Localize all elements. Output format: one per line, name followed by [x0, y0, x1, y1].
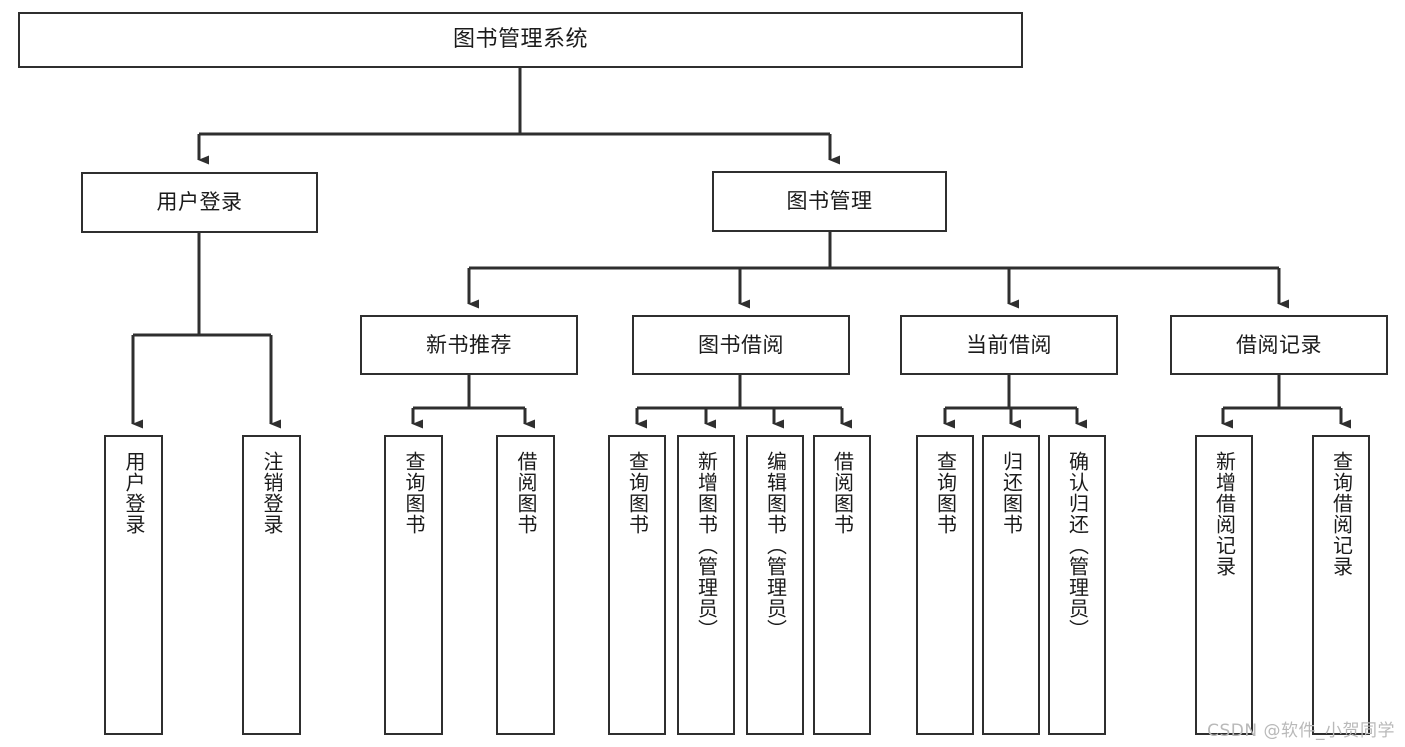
leaf-borrow-book-new[interactable]: 借阅图书	[496, 435, 555, 735]
leaf-borrow-book-label: 借阅图书	[830, 451, 855, 535]
leaf-confirm-return-admin[interactable]: 确认归还（管理员）	[1048, 435, 1106, 735]
node-user-login-label: 用户登录	[156, 190, 243, 215]
node-book-management-label: 图书管理	[786, 189, 873, 214]
leaf-query-book-new[interactable]: 查询图书	[384, 435, 443, 735]
node-borrow-record-label: 借阅记录	[1236, 332, 1322, 357]
leaf-borrow-book-new-label: 借阅图书	[514, 451, 538, 535]
leaf-borrow-book[interactable]: 借阅图书	[813, 435, 871, 735]
leaf-logout[interactable]: 注销登录	[242, 435, 301, 735]
node-book-management[interactable]: 图书管理	[712, 171, 947, 232]
leaf-user-login[interactable]: 用户登录	[104, 435, 163, 735]
node-user-login[interactable]: 用户登录	[81, 172, 318, 233]
node-book-borrow-label: 图书借阅	[698, 332, 784, 357]
leaf-logout-label: 注销登录	[260, 451, 284, 535]
node-root-label: 图书管理系统	[452, 27, 588, 53]
leaf-query-book-borrow-label: 查询图书	[625, 451, 650, 535]
leaf-return-book-label: 归还图书	[999, 451, 1024, 535]
leaf-add-book-admin[interactable]: 新增图书（管理员）	[677, 435, 735, 735]
node-borrow-record[interactable]: 借阅记录	[1170, 315, 1388, 375]
leaf-add-borrow-record-label: 新增借阅记录	[1212, 451, 1237, 577]
leaf-query-borrow-record[interactable]: 查询借阅记录	[1312, 435, 1370, 735]
node-root[interactable]: 图书管理系统	[18, 12, 1023, 68]
leaf-query-book-borrow[interactable]: 查询图书	[608, 435, 666, 735]
leaf-confirm-return-admin-label: 确认归还（管理员）	[1065, 451, 1090, 640]
leaf-query-book-current[interactable]: 查询图书	[916, 435, 974, 735]
node-new-book-recommend-label: 新书推荐	[426, 332, 512, 357]
leaf-add-book-admin-label: 新增图书（管理员）	[694, 451, 719, 640]
node-current-borrow-label: 当前借阅	[966, 332, 1052, 357]
leaf-query-book-current-label: 查询图书	[933, 451, 958, 535]
leaf-user-login-label: 用户登录	[122, 451, 146, 535]
leaf-edit-book-admin[interactable]: 编辑图书（管理员）	[746, 435, 804, 735]
node-book-borrow[interactable]: 图书借阅	[632, 315, 850, 375]
leaf-add-borrow-record[interactable]: 新增借阅记录	[1195, 435, 1253, 735]
leaf-edit-book-admin-label: 编辑图书（管理员）	[763, 451, 788, 640]
leaf-query-book-new-label: 查询图书	[402, 451, 426, 535]
watermark-text: CSDN @软件_小贺同学	[1207, 721, 1395, 741]
node-new-book-recommend[interactable]: 新书推荐	[360, 315, 578, 375]
node-current-borrow[interactable]: 当前借阅	[900, 315, 1118, 375]
leaf-return-book[interactable]: 归还图书	[982, 435, 1040, 735]
leaf-query-borrow-record-label: 查询借阅记录	[1329, 451, 1354, 577]
